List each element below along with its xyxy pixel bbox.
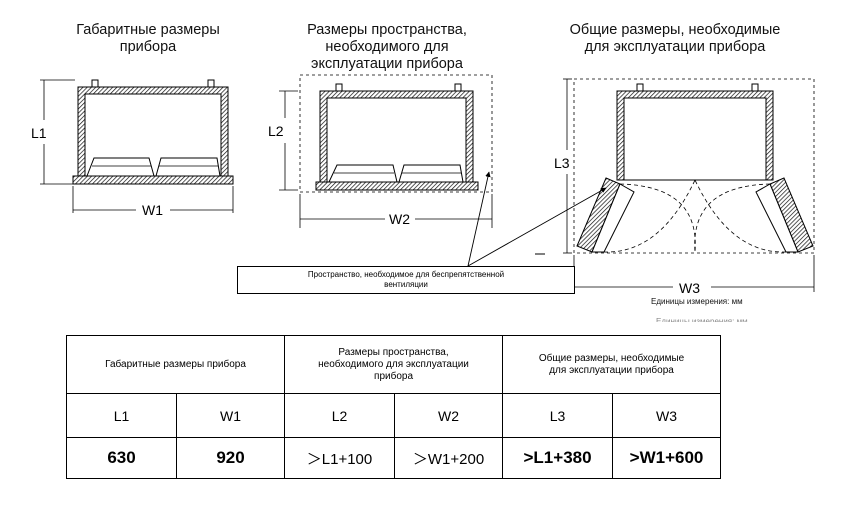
units-label: Единицы измерения: мм (651, 297, 743, 306)
column-header-w3: W3 (612, 393, 722, 438)
label-w3: W3 (679, 280, 700, 296)
label-l1: L1 (31, 125, 47, 141)
caption-total-dimensions: Общие размеры, необходимые для эксплуата… (569, 22, 781, 55)
caption-overall-dimensions: Габаритные размеры прибора (76, 22, 220, 55)
value-l2: ＞L1+100 (284, 437, 396, 479)
space-boundary-2 (299, 74, 493, 193)
value-w1: 920 (175, 437, 286, 479)
fridge-front-view-2 (315, 83, 479, 191)
dimension-l3: L3 (554, 78, 572, 254)
ventilation-pointers (467, 171, 607, 267)
label-w2: W2 (389, 211, 410, 227)
value-w3: >W1+600 (612, 437, 722, 479)
units-label-ghost: Единицы измерения: мм (656, 317, 748, 322)
table-column-header-row: L1 W1 L2 W2 L3 W3 (66, 393, 722, 438)
table-group-header-row: Габаритные размеры прибора Размеры прост… (65, 335, 722, 394)
group-header-overall: Габаритные размеры прибора (65, 335, 286, 394)
value-w2: ＞W1+200 (394, 437, 504, 479)
value-l3: >L1+380 (502, 437, 614, 479)
label-l2: L2 (268, 123, 284, 139)
dimension-w2: W2 (299, 194, 493, 228)
dimension-l2: L2 (268, 90, 298, 191)
column-header-l3: L3 (502, 393, 614, 438)
ventilation-note: Пространство, необходимое для беспрепятс… (237, 266, 575, 294)
group-header-space: Размеры пространства, необходимого для э… (284, 335, 504, 394)
dimension-w1: W1 (72, 186, 234, 218)
dimension-w3: W3 (573, 255, 815, 296)
column-header-l1: L1 (66, 393, 177, 438)
fridge-top-view-3 (576, 83, 814, 253)
caption-space-dimensions: Размеры пространства, необходимого для э… (307, 22, 467, 72)
column-header-w2: W2 (394, 393, 504, 438)
column-header-l2: L2 (284, 393, 396, 438)
dimensions-table: Габаритные размеры прибора Размеры прост… (65, 335, 722, 479)
column-header-w1: W1 (175, 393, 286, 438)
fridge-front-view-1 (72, 79, 234, 185)
table-values-row: 630 920 ＞L1+100 ＞W1+200 >L1+380 >W1+600 (66, 437, 722, 479)
group-header-total: Общие размеры, необходимые для эксплуата… (502, 335, 722, 394)
value-l1: 630 (66, 437, 177, 479)
installation-diagram: L1 W1 L2 W2 (31, 74, 815, 296)
label-l3: L3 (554, 155, 570, 171)
label-w1: W1 (142, 202, 163, 218)
dimension-l1: L1 (31, 79, 75, 185)
space-boundary-3 (573, 78, 815, 254)
